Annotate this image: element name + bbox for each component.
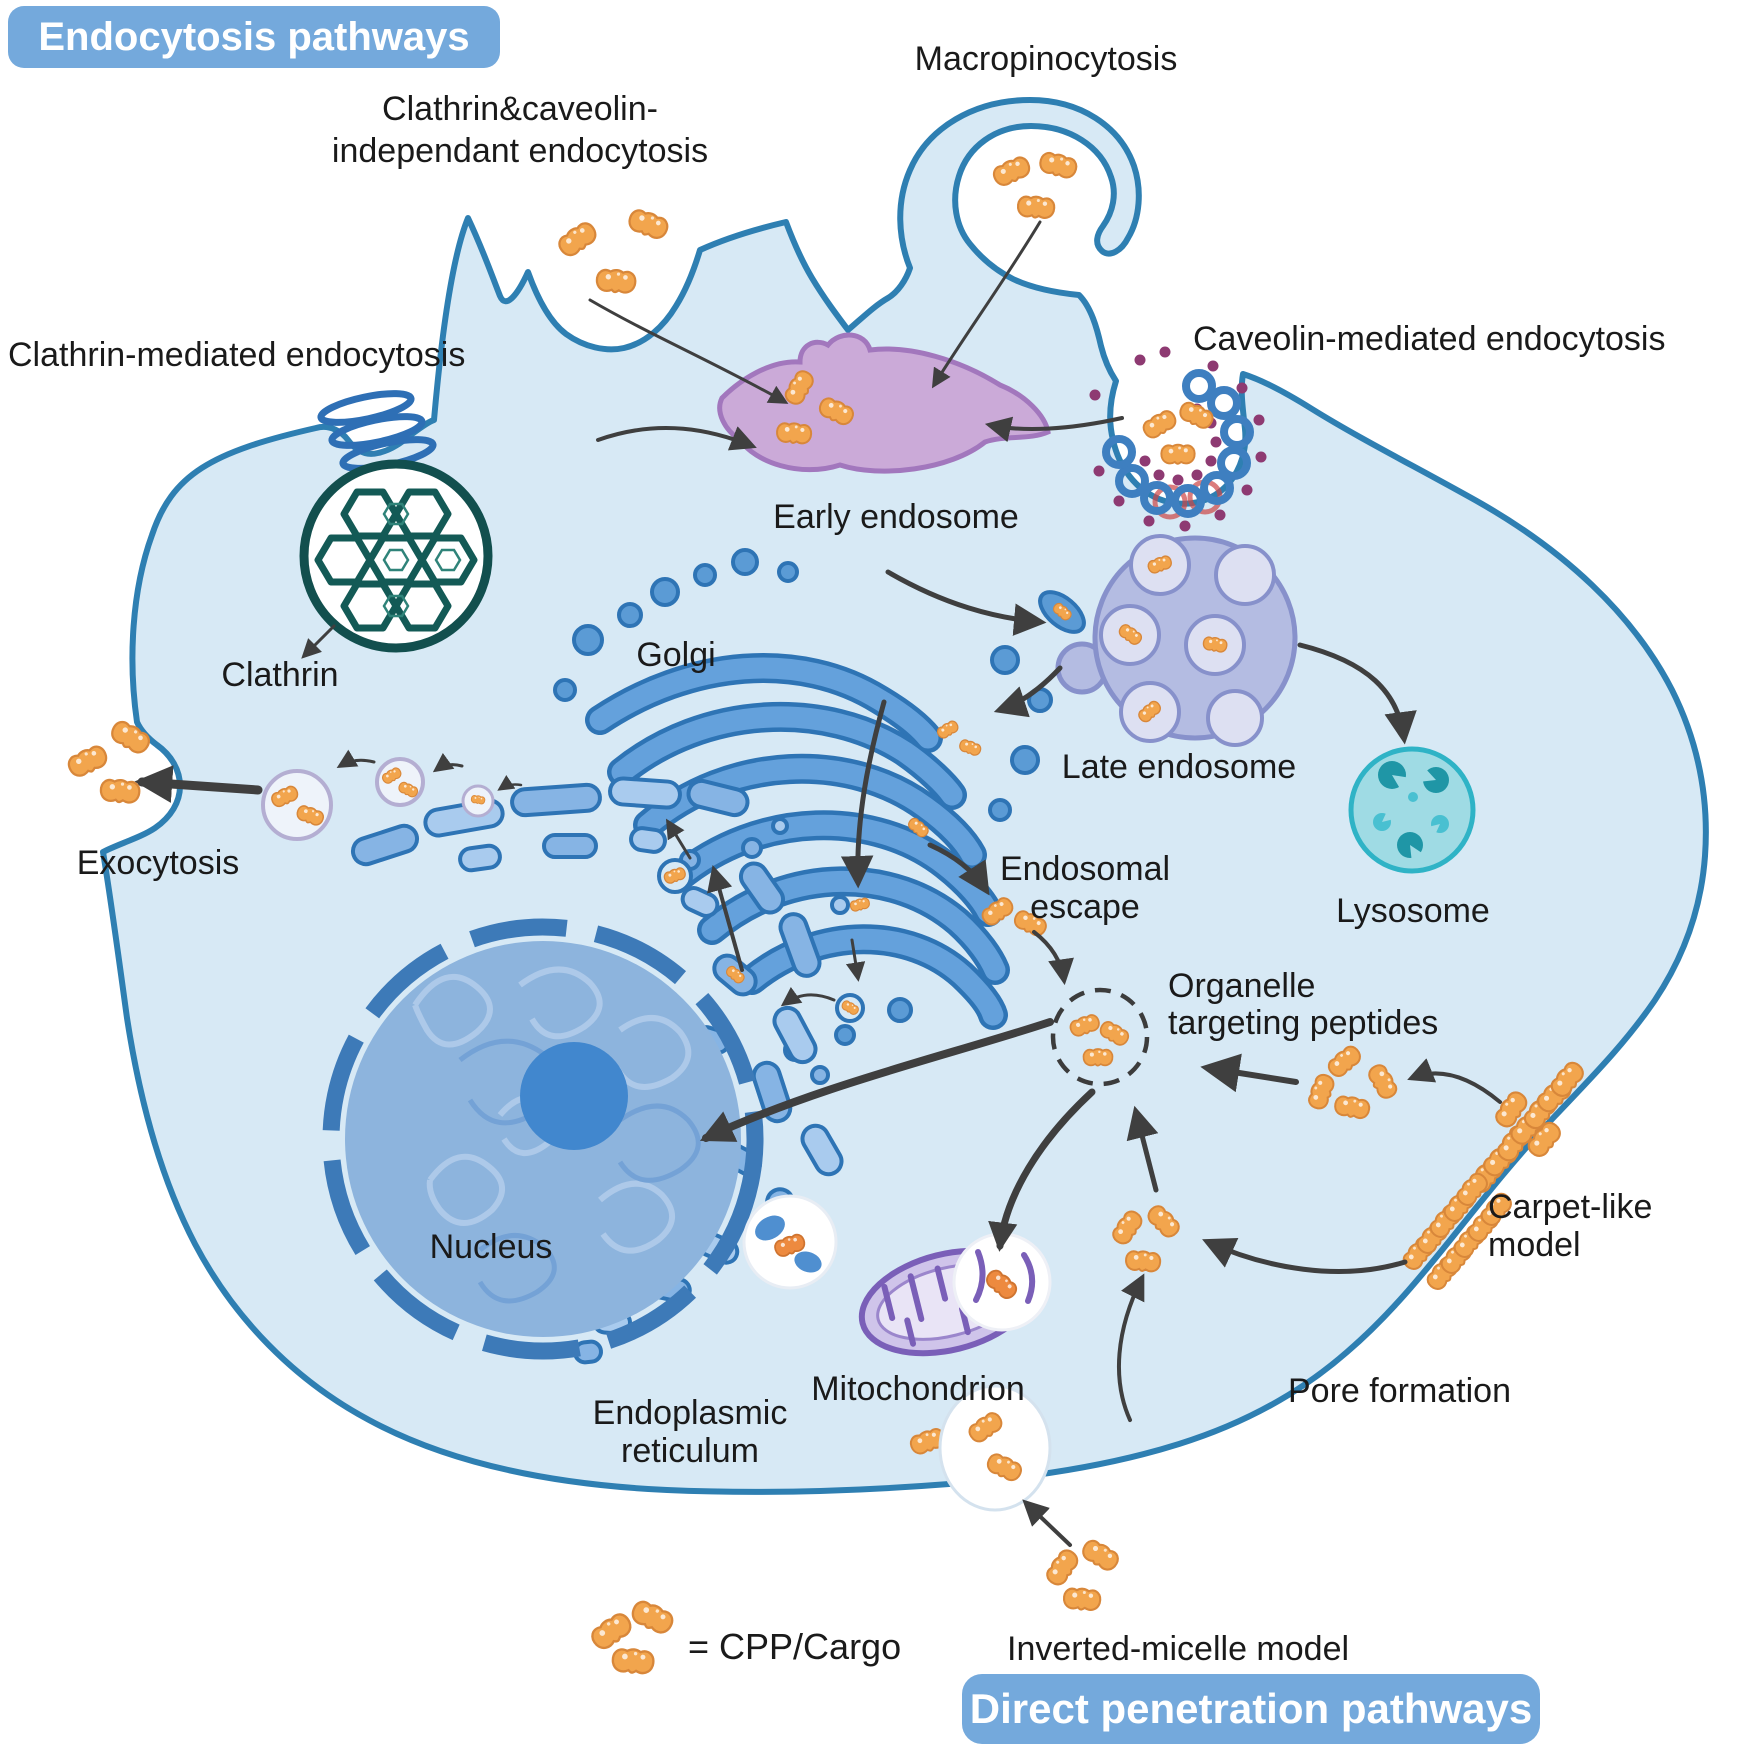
pathway-arrows	[134, 220, 1502, 1547]
arrow-caveolae-to-early-endosome	[984, 416, 1124, 443]
early-endosome-icon	[717, 332, 1051, 474]
cpp-cargo-icon	[1078, 1536, 1123, 1575]
arrow-cup-to-early-endosome	[588, 298, 789, 404]
label-clathrin: Clathrin	[221, 656, 339, 694]
cpp-cargo-icon	[1124, 1248, 1162, 1274]
label-early-endosome: Early endosome	[773, 498, 1019, 536]
direct-penetration-pathways-title: Direct penetration pathways	[962, 1674, 1540, 1744]
label-clathrin-mediated: Clathrin-mediated endocytosis	[8, 336, 466, 374]
organelle-targeting-circle	[1050, 987, 1150, 1087]
cargo-macropinosome-cluster	[989, 149, 1080, 221]
arrow-vesicle-chain-3	[497, 775, 523, 791]
cpp-cargo-icon	[1082, 1048, 1114, 1067]
label-endosomal-escape: Endosomal escape	[999, 850, 1171, 926]
nucleus-icon	[322, 918, 764, 1360]
cpp-cargo-icon	[1036, 149, 1080, 181]
arrow-vesicle-chain-2	[432, 752, 464, 773]
legend-cargo-icon	[587, 1596, 677, 1676]
label-inverted-micelle-model: Inverted-micelle model	[1007, 1630, 1350, 1668]
late-endosome-icon	[1055, 534, 1298, 747]
secretory-vesicles	[261, 757, 495, 841]
inverted-micelle-vesicle	[938, 1384, 1052, 1512]
arrow-vesicle-to-er	[780, 986, 836, 1007]
label-carpet-like-model: Carpet-like model	[1488, 1188, 1653, 1264]
label-lysosome: Lysosome	[1336, 892, 1490, 930]
arrow-to-inverted-micelle	[1022, 1499, 1072, 1547]
arrow-er-to-golgi	[707, 864, 744, 972]
arrow-escape-to-targeting	[1032, 930, 1074, 986]
cpp-cargo-icon	[594, 267, 638, 295]
label-organelle-targeting-peptides: Organelle targeting peptides	[1168, 967, 1439, 1042]
lysosome-icon	[1348, 746, 1476, 874]
cpp-cargo-icon	[1062, 1586, 1103, 1613]
label-pore-formation: Pore formation	[1288, 1372, 1511, 1410]
label-golgi: Golgi	[636, 636, 716, 674]
cpp-cargo-icon	[98, 777, 142, 805]
arrow-early-to-late-endosome	[885, 569, 1047, 636]
arrow-left-to-early-endosome	[596, 425, 757, 451]
cpp-cargo-icon	[1042, 1545, 1083, 1590]
cpp-cargo-icon	[627, 1596, 677, 1638]
cargo-inverted-micelle-outside	[1042, 1536, 1123, 1613]
cpp-cargo-icon	[1139, 406, 1180, 442]
clathrin-cage-icon	[299, 459, 493, 653]
arrow-micelle-release	[1116, 1273, 1145, 1422]
arrow-late-endosome-to-lysosome	[1297, 642, 1417, 745]
cpp-cargo-icon	[610, 1646, 656, 1676]
cpp-cargo-icon	[554, 218, 601, 261]
label-late-endosome: Late endosome	[1061, 748, 1297, 786]
arrow-targeting-to-nucleus	[699, 1018, 1054, 1142]
arrow-golgi-down	[840, 699, 887, 889]
label-mitochondrion: Mitochondrion	[811, 1370, 1025, 1408]
label-endoplasmic-reticulum: Endoplasmic reticulum	[592, 1394, 788, 1470]
arrow-carpet-entry	[1407, 1058, 1502, 1104]
cargo-exocytosis-released	[64, 716, 154, 805]
arrow-pore-entry	[1202, 1237, 1408, 1274]
caveolin-coat	[1102, 369, 1254, 520]
arrow-er-to-golgi-small	[665, 818, 692, 860]
cargo-caveolae-cluster	[1139, 398, 1217, 465]
endocytosis-pathways-title: Endocytosis pathways	[8, 6, 500, 68]
arrow-macropinosome-to-early-endosome	[931, 220, 1042, 389]
label-macropinocytosis: Macropinocytosis	[914, 40, 1178, 78]
arrow-vesicle-chain-1	[336, 749, 376, 769]
arrow-to-endosomal-escape	[927, 842, 990, 896]
arrow-clathrin-label	[301, 624, 336, 659]
cpp-cargo-icon	[989, 153, 1034, 190]
endoplasmic-reticulum-icon	[350, 776, 865, 1365]
arrow-carpet-cargo-to-targeting	[1200, 1053, 1299, 1093]
label-clathrin-caveolin-independent: Clathrin&caveolin- independant endocytos…	[331, 90, 709, 170]
cpp-cargo-icon	[775, 420, 813, 446]
arrow-targeting-to-mitochondrion	[988, 1088, 1096, 1252]
er-inset-icon	[742, 1194, 838, 1290]
label-nucleus: Nucleus	[429, 1228, 553, 1266]
arrow-exocytosis	[134, 765, 263, 803]
label-caveolin-mediated: Caveolin-mediated endocytosis	[1193, 320, 1666, 358]
legend-cpp-cargo: = CPP/Cargo	[688, 1626, 902, 1667]
label-exocytosis: Exocytosis	[76, 844, 240, 882]
cargo-cup-cluster	[554, 206, 672, 295]
cpp-cargo-icon	[587, 1608, 636, 1654]
cpp-cargo-icon	[625, 206, 672, 243]
mitochondrion-icon	[858, 1232, 1052, 1357]
cpp-cargo-icon	[64, 741, 111, 781]
arrow-cytosol-to-targeting	[1126, 1105, 1159, 1193]
cpp-cargo-icon	[1016, 194, 1057, 221]
arrow-golgi-to-vesicle	[845, 938, 866, 982]
cpp-cargo-icon	[1160, 443, 1196, 465]
arrow-late-endosome-recycling	[993, 665, 1063, 718]
